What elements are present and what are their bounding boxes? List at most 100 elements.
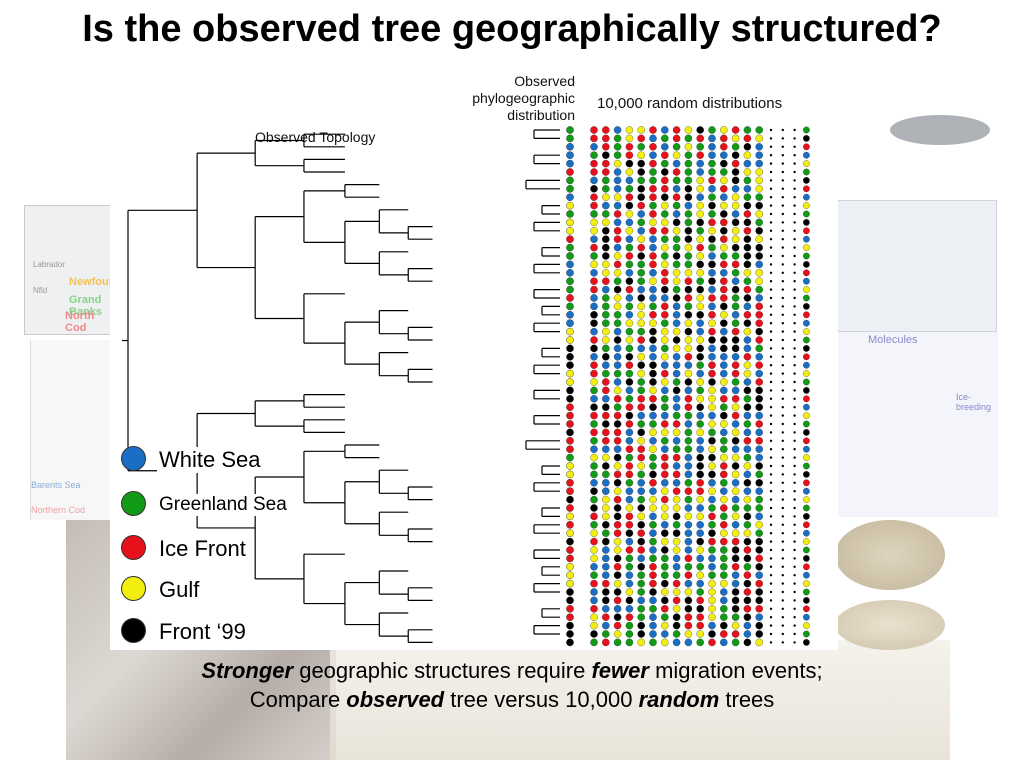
random-dot-small bbox=[781, 229, 784, 232]
random-dot bbox=[661, 420, 669, 428]
random-dot-small bbox=[781, 137, 784, 140]
random-dot bbox=[602, 411, 610, 420]
random-dot bbox=[613, 311, 622, 319]
random-dot bbox=[625, 269, 634, 277]
random-dot bbox=[590, 630, 598, 638]
random-dot bbox=[649, 571, 657, 579]
random-dot bbox=[637, 210, 645, 218]
random-dot-small bbox=[793, 305, 796, 308]
random-dot bbox=[649, 260, 657, 269]
random-dot bbox=[602, 445, 610, 453]
bg-molecules-panel: Molecules Ice-breeding bbox=[838, 332, 998, 517]
random-dot bbox=[613, 168, 622, 176]
random-distributions-grid bbox=[590, 126, 810, 647]
random-dot bbox=[649, 428, 657, 437]
random-dot bbox=[613, 386, 622, 395]
random-dot bbox=[743, 504, 752, 512]
random-dot-small bbox=[769, 548, 773, 552]
random-dot bbox=[649, 201, 657, 210]
random-dot bbox=[708, 395, 716, 403]
random-dot-small bbox=[793, 154, 796, 157]
random-dot bbox=[649, 151, 657, 159]
observed-dot bbox=[566, 453, 574, 462]
random-dot bbox=[743, 344, 752, 353]
random-dot bbox=[613, 218, 622, 227]
random-dot bbox=[743, 159, 752, 168]
random-dot bbox=[731, 386, 740, 395]
random-dot bbox=[625, 361, 634, 369]
random-dot bbox=[720, 143, 728, 151]
random-dot bbox=[613, 378, 622, 386]
random-dot bbox=[803, 361, 810, 369]
random-dot bbox=[803, 353, 810, 361]
random-dot bbox=[602, 630, 610, 638]
bg-map-label: Grand Banks bbox=[69, 294, 103, 318]
random-dot bbox=[637, 353, 645, 361]
random-dot bbox=[755, 319, 763, 327]
random-dot-small bbox=[793, 515, 796, 518]
random-dot bbox=[625, 563, 634, 571]
observed-dot bbox=[566, 537, 574, 546]
observed-dot bbox=[566, 243, 574, 252]
random-dot bbox=[625, 151, 634, 159]
random-dot bbox=[708, 546, 716, 554]
random-dot bbox=[637, 462, 645, 470]
random-dot bbox=[602, 605, 610, 613]
random-dot bbox=[590, 344, 598, 353]
random-dot bbox=[743, 462, 752, 470]
random-dot bbox=[590, 243, 598, 252]
random-dot bbox=[590, 403, 598, 411]
random-dot bbox=[649, 563, 657, 571]
random-dot bbox=[731, 277, 740, 285]
random-dot bbox=[720, 638, 728, 647]
random-dot bbox=[672, 126, 681, 134]
random-dot bbox=[590, 605, 598, 613]
random-dot bbox=[803, 538, 810, 545]
random-dot bbox=[720, 554, 728, 563]
random-dot bbox=[684, 218, 693, 227]
random-dot bbox=[625, 613, 634, 621]
random-dot bbox=[720, 353, 728, 361]
random-dot bbox=[743, 487, 752, 495]
random-dot bbox=[720, 218, 728, 227]
random-dot bbox=[803, 210, 810, 218]
random-dot bbox=[803, 521, 810, 529]
random-dot-small bbox=[781, 641, 784, 644]
random-dot bbox=[637, 126, 645, 134]
random-dot bbox=[672, 311, 681, 319]
random-dot bbox=[602, 227, 610, 235]
random-dot bbox=[684, 638, 693, 647]
random-dot bbox=[743, 252, 752, 260]
random-dot bbox=[803, 168, 810, 176]
random-dot bbox=[602, 613, 610, 621]
random-dot bbox=[708, 487, 716, 495]
random-dot bbox=[755, 428, 763, 437]
random-dot bbox=[649, 235, 657, 243]
random-dot bbox=[803, 454, 810, 461]
random-dot bbox=[731, 302, 740, 311]
random-dot bbox=[755, 176, 763, 185]
random-dot bbox=[696, 453, 704, 462]
random-dot bbox=[590, 395, 598, 403]
random-dot bbox=[684, 630, 693, 638]
random-dot bbox=[672, 411, 681, 420]
bg-tree-left: Barents Sea Northern Cod bbox=[30, 340, 116, 520]
random-dot bbox=[590, 411, 598, 420]
random-dot bbox=[661, 218, 669, 227]
random-dot-small bbox=[781, 414, 784, 417]
random-dot bbox=[649, 613, 657, 621]
random-dot bbox=[720, 420, 728, 428]
random-dot bbox=[661, 554, 669, 563]
random-dot bbox=[803, 496, 810, 503]
random-dot bbox=[637, 420, 645, 428]
random-dot bbox=[803, 303, 810, 310]
random-dot-small bbox=[769, 565, 773, 568]
random-dot bbox=[755, 227, 763, 235]
observed-dot bbox=[566, 596, 574, 605]
random-dot bbox=[637, 605, 645, 613]
random-dot bbox=[684, 185, 693, 193]
random-dot bbox=[696, 344, 704, 353]
random-dot bbox=[743, 176, 752, 185]
random-dot bbox=[720, 403, 728, 411]
random-dot bbox=[649, 546, 657, 554]
